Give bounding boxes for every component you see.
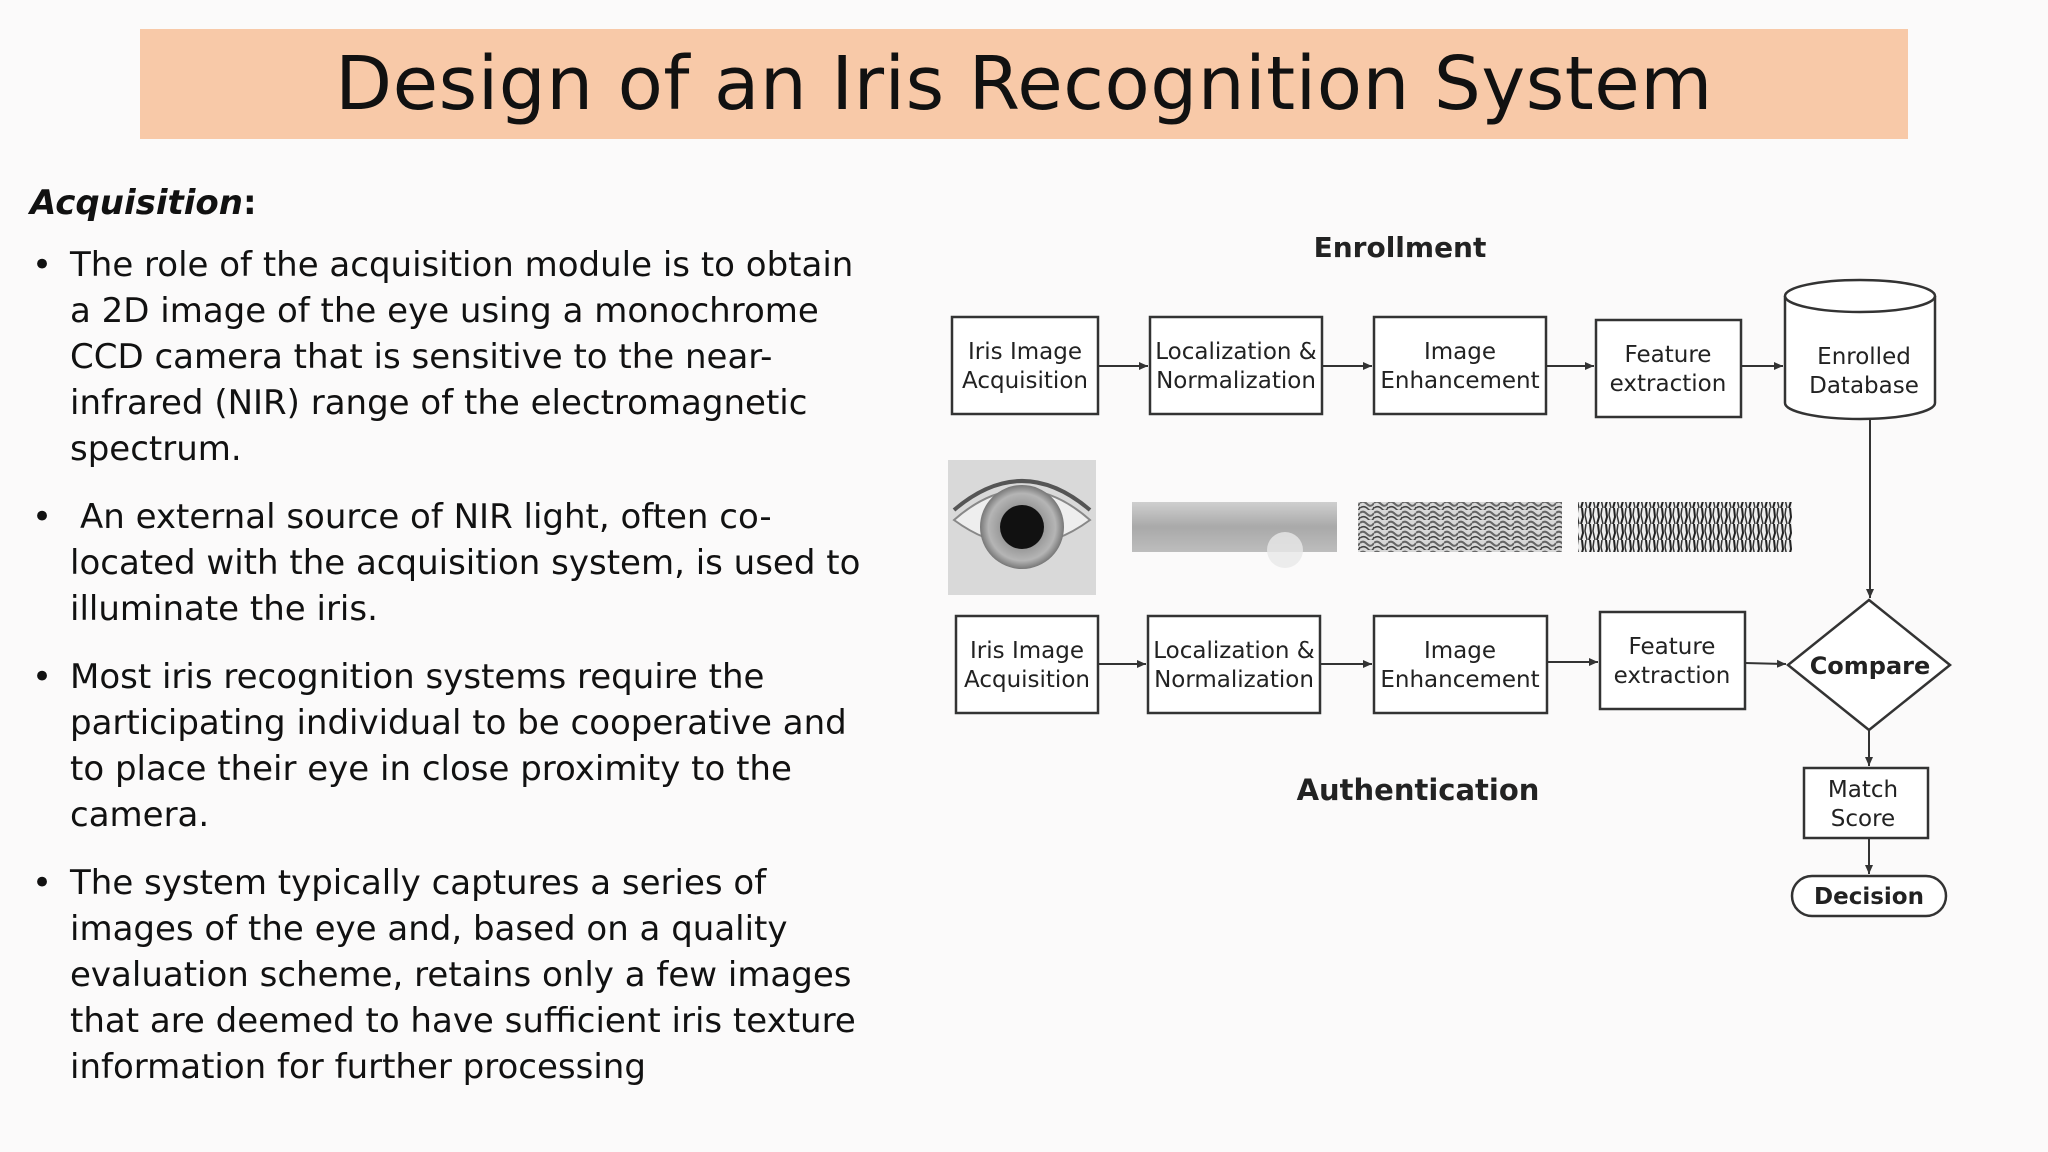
section-heading-colon: : (242, 183, 257, 223)
step-label: Image (1424, 339, 1496, 365)
compare-node: Compare (1786, 598, 1952, 732)
step-label: Acquisition (964, 667, 1090, 693)
bullet-icon: • (32, 863, 53, 903)
step-label: extraction (1610, 371, 1727, 397)
bullet-icon: • (32, 657, 53, 697)
step-label: Enhancement (1380, 368, 1539, 394)
match-score-label: Match (1828, 777, 1898, 803)
compare-label: Compare (1810, 652, 1931, 680)
flow-arrow (1744, 659, 1787, 668)
match-score-box: Match Score (1802, 766, 1930, 840)
title-banner: Design of an Iris Recognition System (140, 29, 1908, 139)
bullet-item: • Most iris recognition systems require t… (30, 654, 870, 838)
step-label: Normalization (1156, 368, 1316, 394)
bullet-text: The role of the acquisition module is to… (70, 245, 854, 469)
bullet-icon: • (32, 245, 53, 285)
decision-label: Decision (1814, 884, 1924, 910)
normalized-iris-strip (1132, 502, 1337, 552)
database-label: Database (1809, 373, 1919, 399)
bullet-text: An external source of NIR light, often c… (70, 497, 861, 629)
database-label: Enrolled (1817, 344, 1911, 370)
auth-step-enhancement: Image Enhancement (1372, 614, 1549, 715)
iris-system-diagram: Enrollment Iris Image Acquisition Locali… (940, 220, 1980, 940)
match-score-label: Score (1831, 806, 1895, 832)
slide-title: Design of an Iris Recognition System (335, 41, 1713, 127)
enrollment-step-acquisition: Iris Image Acquisition (950, 315, 1100, 416)
section-heading: Acquisition: (30, 180, 870, 226)
section-heading-text: Acquisition (30, 183, 243, 223)
step-label: Image (1424, 638, 1496, 664)
enrollment-step-enhancement: Image Enhancement (1372, 315, 1548, 416)
bullet-icon: • (32, 497, 53, 537)
step-label: Acquisition (962, 368, 1088, 394)
feature-code-strip (1578, 502, 1792, 552)
bullet-list: • The role of the acquisition module is t… (30, 242, 870, 1090)
enrolled-database: Enrolled Database (1783, 278, 1937, 421)
step-label: Enhancement (1380, 667, 1539, 693)
bullet-item: • The role of the acquisition module is t… (30, 242, 870, 472)
step-label: Feature (1625, 342, 1712, 368)
step-label: Localization & (1153, 638, 1315, 664)
step-label: Iris Image (968, 339, 1082, 365)
auth-step-acquisition: Iris Image Acquisition (954, 614, 1100, 715)
authentication-label: Authentication (1297, 773, 1540, 807)
step-label: Normalization (1154, 667, 1314, 693)
text-column: Acquisition: • The role of the acquisitio… (30, 180, 870, 1112)
bullet-item: • The system typically captures a series … (30, 860, 870, 1090)
strip-highlight (1267, 532, 1303, 568)
eye-photo (948, 460, 1096, 595)
step-label: Localization & (1155, 339, 1317, 365)
auth-step-feature: Feature extraction (1598, 610, 1747, 711)
step-label: Iris Image (970, 638, 1084, 664)
enrollment-step-localization: Localization & Normalization (1148, 315, 1324, 416)
bullet-text: The system typically captures a series o… (70, 863, 856, 1087)
bullet-item: • An external source of NIR light, often … (30, 494, 870, 632)
enrollment-step-feature: Feature extraction (1594, 318, 1743, 419)
decision-node: Decision (1790, 874, 1948, 918)
enrollment-label: Enrollment (1314, 231, 1487, 264)
auth-step-localization: Localization & Normalization (1146, 614, 1322, 715)
enhanced-iris-strip (1358, 502, 1562, 552)
step-label: Feature (1629, 634, 1716, 660)
bullet-text: Most iris recognition systems require th… (70, 657, 847, 835)
step-label: extraction (1614, 663, 1731, 689)
